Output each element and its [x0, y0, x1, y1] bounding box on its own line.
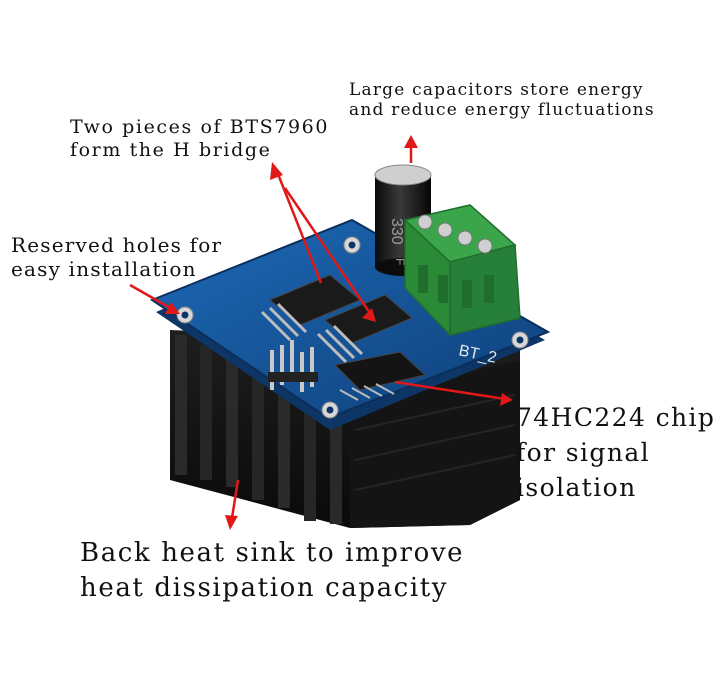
heatsink-arrow	[225, 479, 240, 530]
product-photo: BT_2	[11, 80, 714, 605]
isolation-chip	[333, 351, 427, 401]
chip-annotation: 74HC224 chip for signal isolation	[516, 400, 715, 505]
annotation-line: Large capacitors store energy	[349, 80, 644, 100]
capacitor-value: 330	[388, 218, 405, 245]
annotation-line: 74HC224 chip	[516, 403, 715, 432]
holes-arrow	[129, 283, 180, 314]
capacitor-arrow	[404, 135, 418, 163]
annotation-line: form the H bridge	[70, 138, 272, 161]
bts7960-arrow	[270, 162, 376, 322]
motor-driver-board-illustration: BT_2	[129, 135, 551, 530]
heatsink-annotation: Back heat sink to improve heat dissipati…	[80, 536, 464, 605]
bts7960-annotation: Two pieces of BTS7960 form the H bridge	[70, 116, 329, 162]
annotation-line: Two pieces of BTS7960	[70, 116, 330, 138]
chip-arrow	[394, 380, 513, 406]
terminal-block	[403, 204, 521, 337]
header-pins	[268, 340, 318, 392]
annotation-line: Back heat sink to improve	[80, 538, 465, 568]
annotation-line: easy installation	[11, 257, 197, 281]
capacitors-annotation: Large capacitors store energy and reduce…	[349, 80, 655, 121]
holes-annotation: Reserved holes for easy installation	[11, 233, 222, 281]
annotation-line: isolation	[516, 473, 637, 502]
annotation-line: heat dissipation capacity	[80, 572, 449, 603]
capacitor-suffix: F	[393, 258, 407, 265]
annotation-arrows	[129, 135, 513, 530]
annotation-line: for signal	[516, 438, 651, 467]
annotation-line: Reserved holes for	[11, 233, 223, 257]
annotation-line: and reduce energy fluctuations	[349, 100, 655, 121]
